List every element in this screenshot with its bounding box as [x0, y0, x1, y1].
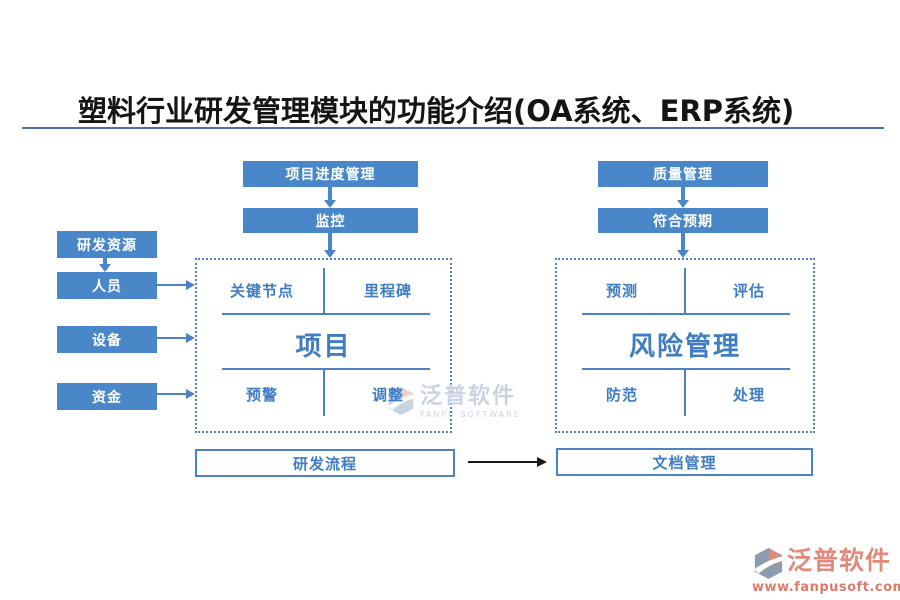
box-personnel: 人员: [57, 272, 157, 299]
label-prevention: 防范: [605, 385, 638, 404]
risk-matrix-lower-line: [582, 368, 790, 370]
title-divider-line: [22, 127, 884, 129]
fanpu-logo-brand-text: 泛普软件: [787, 546, 892, 575]
fanpu-logo: 泛普软件 www.fanpusoft.com: [752, 547, 900, 595]
risk-matrix-bottom-divider: [684, 370, 686, 416]
label-milestone: 里程碑: [363, 282, 412, 300]
center-watermark: 泛普软件 FANPU SOFTWARE: [386, 386, 521, 419]
watermark-logo-icon: [387, 386, 415, 416]
box-rnd-process: 研发流程: [195, 449, 455, 477]
box-monitor: 监控: [243, 208, 418, 233]
label-handling: 处理: [732, 385, 765, 404]
box-funds: 资金: [57, 383, 157, 410]
box-equipment: 设备: [57, 326, 157, 353]
project-matrix-lower-line: [222, 368, 430, 370]
fanpu-logo-icon: [753, 547, 784, 580]
risk-matrix-panel: [555, 258, 815, 433]
risk-matrix-top-divider: [684, 268, 686, 313]
label-project: 项目: [295, 331, 352, 362]
label-prediction: 预测: [605, 282, 638, 300]
box-document-mgmt: 文档管理: [556, 448, 813, 476]
project-matrix-panel: [195, 258, 452, 433]
label-adjustment: 调整: [371, 385, 404, 404]
fanpu-logo-url-link[interactable]: www.fanpusoft.com: [752, 580, 900, 595]
page-title: 塑料行业研发管理模块的功能介绍(OA系统、ERP系统): [78, 94, 795, 128]
project-matrix-top-divider: [323, 268, 325, 313]
project-matrix-upper-line: [222, 313, 430, 315]
project-matrix-bottom-divider: [323, 370, 325, 416]
risk-matrix-upper-line: [582, 313, 790, 315]
box-meets-expectation: 符合预期: [598, 208, 768, 233]
label-evaluation: 评估: [732, 282, 765, 300]
label-key-nodes: 关键节点: [229, 282, 294, 300]
label-risk-mgmt: 风险管理: [628, 331, 741, 362]
box-project-progress-mgmt: 项目进度管理: [243, 161, 418, 187]
label-early-warning: 预警: [245, 385, 278, 404]
box-quality-mgmt: 质量管理: [598, 161, 768, 187]
watermark-brand-text: 泛普软件: [420, 384, 517, 409]
watermark-brand-en-text: FANPU SOFTWARE: [420, 410, 521, 419]
box-rnd-resources: 研发资源: [57, 231, 157, 258]
